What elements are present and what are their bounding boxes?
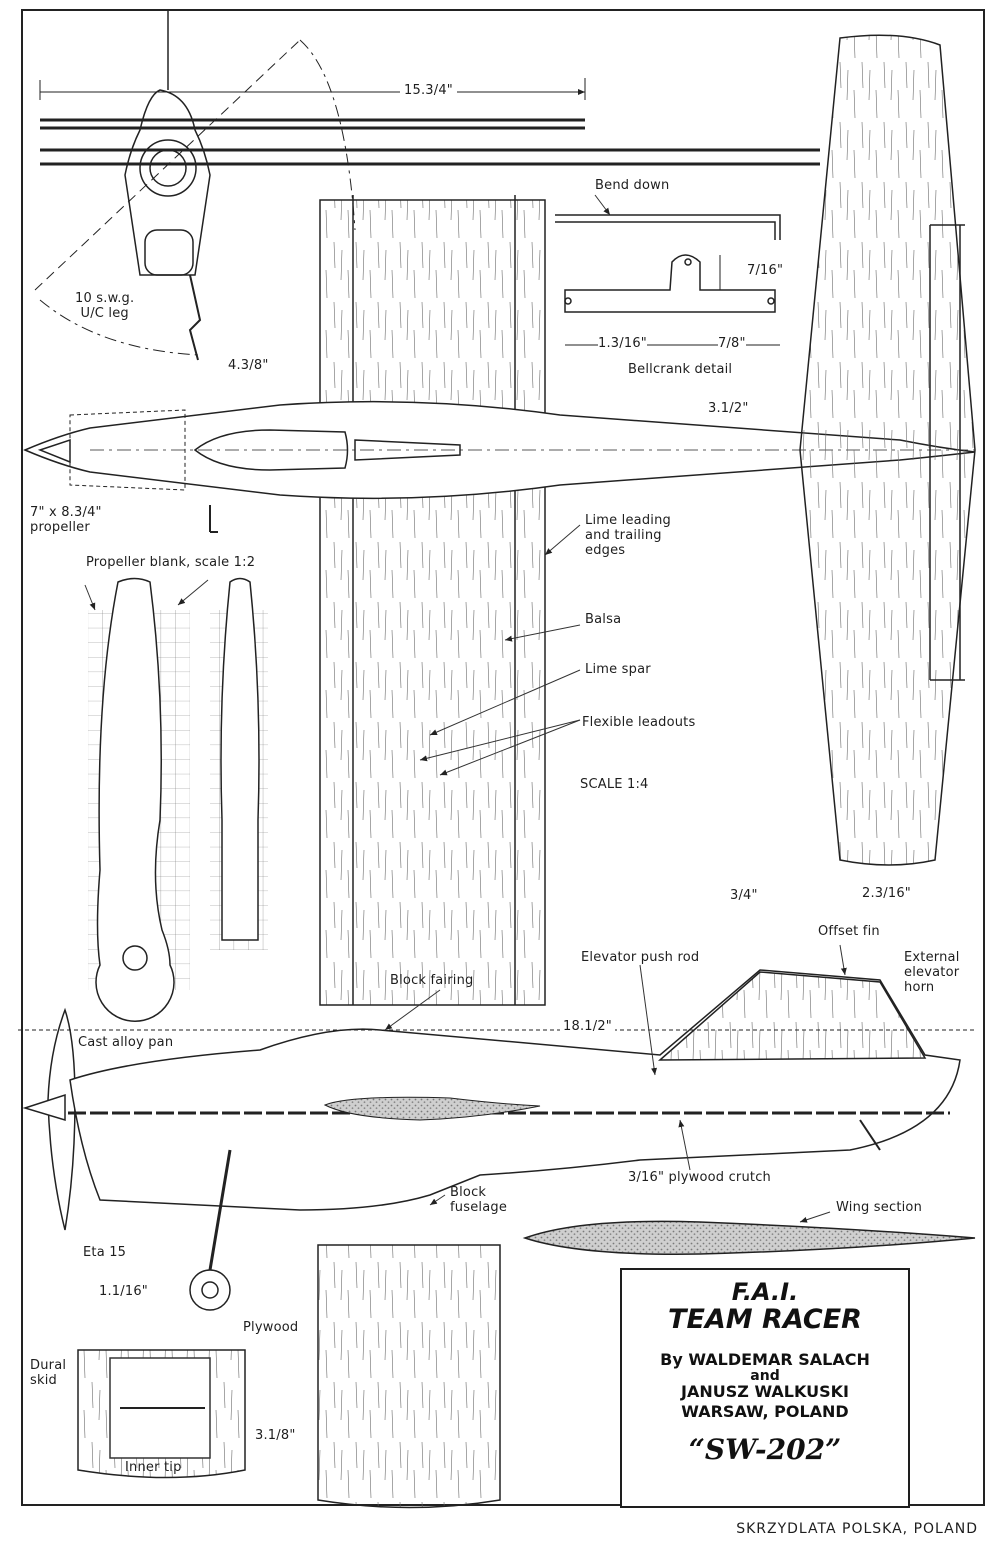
bellcrank-78-dimension: 7/8" bbox=[718, 336, 746, 351]
flexible-leadouts-label: Flexible leadouts bbox=[582, 715, 696, 730]
span-dimension: 15.3/4" bbox=[400, 83, 457, 98]
block-fuselage-label: Block fuselage bbox=[450, 1185, 508, 1215]
external-elevator-horn-label: External elevator horn bbox=[904, 950, 960, 995]
inner-tip-label: Inner tip bbox=[125, 1460, 182, 1475]
wing-chord-dimension: 4.3/8" bbox=[228, 358, 269, 373]
plywood-crutch-label: 3/16" plywood crutch bbox=[628, 1170, 772, 1185]
title-and: and bbox=[750, 1368, 780, 1384]
balsa-label: Balsa bbox=[585, 612, 622, 627]
title-block: F.A.I. TEAM RACER By WALDEMAR SALACH and… bbox=[620, 1268, 910, 1508]
model-name: “SW-202” bbox=[688, 1433, 842, 1466]
bellcrank-1316-dimension: 1.3/16" bbox=[598, 336, 647, 351]
title-author-1: By WALDEMAR SALACH bbox=[660, 1350, 870, 1369]
bellcrank-detail bbox=[555, 214, 781, 346]
bend-down-label: Bend down bbox=[595, 178, 670, 193]
side-view bbox=[18, 969, 975, 1311]
tail-34-dimension: 3/4" bbox=[730, 888, 758, 903]
top-view bbox=[23, 34, 976, 1006]
length-dimension: 18.1/2" bbox=[560, 1019, 615, 1034]
cast-alloy-pan-label: Cast alloy pan bbox=[78, 1035, 174, 1050]
propeller-blank bbox=[88, 577, 268, 1022]
tail-chord-dimension: 3.1/2" bbox=[708, 401, 749, 416]
title-line-1: F.A.I. bbox=[731, 1278, 799, 1306]
scale-label: SCALE 1:4 bbox=[580, 777, 649, 792]
propeller-blank-label: Propeller blank, scale 1:2 bbox=[86, 555, 256, 570]
title-line-2: TEAM RACER bbox=[668, 1304, 862, 1335]
plan-border bbox=[21, 9, 985, 1506]
wheel-dimension: 1.1/16" bbox=[99, 1284, 148, 1299]
dural-skid-label: Dural skid bbox=[30, 1358, 67, 1388]
title-place: WARSAW, POLAND bbox=[681, 1402, 849, 1421]
leader-lines bbox=[84, 194, 847, 1223]
wing-section-label: Wing section bbox=[836, 1200, 923, 1215]
front-view bbox=[34, 10, 820, 361]
wing-section bbox=[522, 1220, 976, 1255]
lime-spar-label: Lime spar bbox=[585, 662, 651, 677]
bellcrank-716-dimension: 7/16" bbox=[747, 263, 784, 278]
tip-chord-dimension: 3.1/8" bbox=[255, 1428, 296, 1443]
lime-edges-label: Lime leading and trailing edges bbox=[585, 513, 671, 558]
title-author-2: JANUSZ WALKUSKI bbox=[681, 1382, 849, 1401]
offset-fin-label: Offset fin bbox=[818, 924, 880, 939]
block-fairing-label: Block fairing bbox=[390, 973, 474, 988]
plywood-label: Plywood bbox=[243, 1320, 299, 1335]
uc-leg-label: 10 s.w.g. U/C leg bbox=[75, 291, 135, 321]
elevator-push-rod-label: Elevator push rod bbox=[581, 950, 700, 965]
tip-views bbox=[77, 1244, 501, 1509]
eta-15-label: Eta 15 bbox=[83, 1245, 127, 1260]
propeller-size-label: 7" x 8.3/4" propeller bbox=[30, 505, 102, 535]
source-credit: SKRZYDLATA POLSKA, POLAND bbox=[736, 1521, 978, 1537]
bellcrank-detail-label: Bellcrank detail bbox=[628, 362, 733, 377]
tail-2316-dimension: 2.3/16" bbox=[862, 886, 911, 901]
